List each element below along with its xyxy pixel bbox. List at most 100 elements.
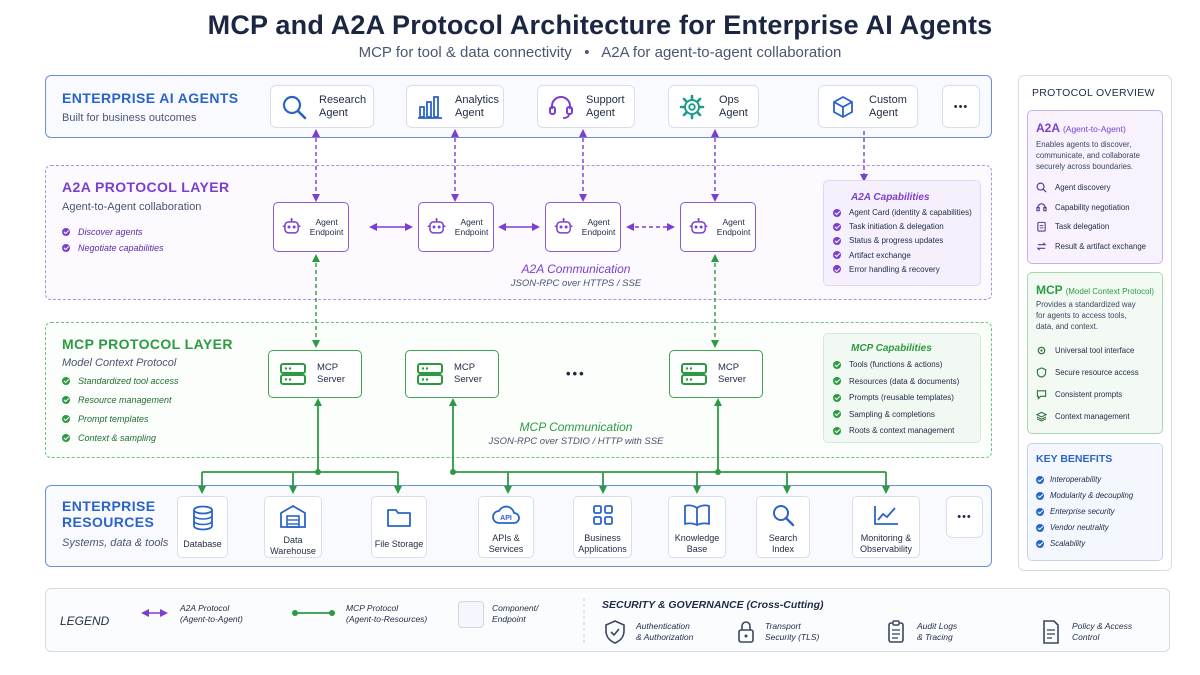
agent-card-ops[interactable]: Ops Agent bbox=[668, 85, 759, 128]
mcp-server-2[interactable]: MCP Server bbox=[405, 350, 499, 398]
robot-icon bbox=[554, 218, 573, 234]
search-icon bbox=[1036, 182, 1047, 193]
page-title: MCP and A2A Protocol Architecture for En… bbox=[207, 10, 993, 40]
sidebar-title: PROTOCOL OVERVIEW bbox=[1032, 87, 1155, 99]
sidebar-mcp-heading: MCP (Model Context Protocol) bbox=[1036, 283, 1155, 297]
more-resources-button[interactable]: ••• bbox=[946, 496, 983, 538]
a2a-subtitle: Agent-to-Agent collaboration bbox=[62, 201, 202, 213]
mcp-server-1[interactable]: MCP Server bbox=[268, 350, 362, 398]
mcp-subtitle: Model Context Protocol bbox=[62, 357, 177, 369]
check-icon bbox=[1036, 491, 1044, 500]
mcp-bullet: Context & sampling bbox=[62, 433, 179, 443]
a2a-bullet: Negotiate capabilities bbox=[62, 243, 164, 253]
sidebar-mcp-item: Secure resource access bbox=[1036, 367, 1139, 378]
check-icon bbox=[833, 393, 841, 402]
agent-label-analytics: Analytics Agent bbox=[455, 93, 500, 119]
sidebar-a2a-box: A2A (Agent-to-Agent) Enables agents to d… bbox=[1027, 110, 1163, 264]
resource-label: Data Warehouse bbox=[270, 535, 316, 556]
check-icon bbox=[1036, 507, 1044, 516]
layers-icon bbox=[1036, 411, 1047, 422]
check-icon bbox=[62, 244, 70, 252]
endpoint-label: Agent Endpoint bbox=[454, 217, 489, 237]
sidebar-mcp-list: Universal tool interface Secure resource… bbox=[1036, 345, 1139, 431]
agents-subtitle: Built for business outcomes bbox=[62, 112, 197, 124]
a2a-cap-item: Task initiation & delegation bbox=[833, 222, 972, 231]
agent-card-support[interactable]: Support Agent bbox=[537, 85, 635, 128]
shield-icon bbox=[1036, 367, 1047, 378]
mcp-cap-item: Resources (data & documents) bbox=[833, 377, 959, 386]
resource-search-index[interactable]: Search Index bbox=[756, 496, 810, 558]
mcp-communication: MCP Communication JSON-RPC over STDIO / … bbox=[460, 420, 692, 447]
headset-icon bbox=[1036, 202, 1047, 211]
a2a-cap-item: Artifact exchange bbox=[833, 251, 972, 260]
legend-mcp-label: MCP Protocol(Agent-to-Resources) bbox=[346, 603, 428, 624]
robot-icon bbox=[282, 218, 301, 234]
sidebar-a2a-list: Agent discovery Capability negotiation T… bbox=[1036, 182, 1146, 260]
benefit-item: Scalability bbox=[1036, 539, 1133, 548]
check-icon bbox=[1036, 523, 1044, 532]
resource-label: File Storage bbox=[374, 539, 424, 549]
benefit-item: Vendor neutrality bbox=[1036, 523, 1133, 532]
endpoint-label: Agent Endpoint bbox=[716, 217, 751, 237]
more-agents-button[interactable]: ••• bbox=[942, 85, 980, 128]
resource-database[interactable]: Database bbox=[177, 496, 228, 558]
a2a-capabilities-box: A2A Capabilities Agent Card (identity & … bbox=[823, 180, 981, 286]
subtitle-left: MCP for tool & data connectivity bbox=[358, 44, 572, 61]
chat-icon bbox=[1036, 390, 1047, 400]
check-icon bbox=[833, 426, 841, 435]
a2a-comm-title: A2A Communication bbox=[521, 262, 631, 276]
page-subtitle: MCP for tool & data connectivity • A2A f… bbox=[0, 44, 1200, 61]
sidebar-mcp-item: Universal tool interface bbox=[1036, 345, 1139, 356]
endpoint-label: Agent Endpoint bbox=[309, 217, 344, 237]
warehouse-icon bbox=[280, 504, 306, 528]
resource-business-apps[interactable]: Business Applications bbox=[573, 496, 632, 558]
sidebar-a2a-item: Capability negotiation bbox=[1036, 202, 1146, 213]
check-icon bbox=[1036, 475, 1044, 484]
resource-apis[interactable]: API APIs & Services bbox=[478, 496, 534, 558]
mcp-server-3[interactable]: MCP Server bbox=[669, 350, 763, 398]
resource-file-storage[interactable]: File Storage bbox=[371, 496, 427, 558]
server-label: MCP Server bbox=[454, 362, 482, 385]
cube-icon bbox=[833, 95, 853, 118]
mcp-comm-title: MCP Communication bbox=[519, 420, 633, 434]
sidebar-benefits-title: KEY BENEFITS bbox=[1036, 453, 1113, 465]
a2a-cap-item: Error handling & recovery bbox=[833, 265, 972, 274]
mcp-cap-item: Sampling & completions bbox=[833, 410, 959, 419]
check-icon bbox=[833, 251, 841, 260]
resource-label: APIs & Services bbox=[488, 533, 524, 554]
agent-card-analytics[interactable]: Analytics Agent bbox=[406, 85, 504, 128]
agent-card-research[interactable]: Research Agent bbox=[270, 85, 374, 128]
a2a-comm-sub: JSON-RPC over HTTPS / SSE bbox=[510, 278, 642, 289]
agent-card-custom[interactable]: Custom Agent bbox=[818, 85, 918, 128]
a2a-communication: A2A Communication JSON-RPC over HTTPS / … bbox=[466, 262, 686, 289]
check-icon bbox=[833, 222, 841, 231]
agent-endpoint-4[interactable]: Agent Endpoint bbox=[680, 202, 756, 252]
resource-monitoring[interactable]: Monitoring & Observability bbox=[852, 496, 920, 558]
mcp-cap-item: Tools (functions & actions) bbox=[833, 360, 959, 369]
check-icon bbox=[833, 377, 841, 385]
apps-grid-icon bbox=[592, 505, 613, 525]
security-title: SECURITY & GOVERNANCE (Cross-Cutting) bbox=[602, 599, 824, 611]
benefit-item: Modularity & decoupling bbox=[1036, 491, 1133, 500]
folder-icon bbox=[387, 509, 411, 527]
check-icon bbox=[1036, 539, 1044, 548]
agents-title: ENTERPRISE AI AGENTS bbox=[62, 90, 239, 106]
agent-endpoint-1[interactable]: Agent Endpoint bbox=[273, 202, 349, 252]
sidebar-mcp-item: Context management bbox=[1036, 411, 1139, 422]
document-icon bbox=[1043, 620, 1059, 644]
agent-label-support: Support Agent bbox=[586, 93, 625, 119]
agent-endpoint-3[interactable]: Agent Endpoint bbox=[545, 202, 621, 252]
check-icon bbox=[62, 377, 70, 385]
legend-component-label: Component/Endpoint bbox=[492, 603, 539, 624]
check-icon bbox=[833, 208, 841, 217]
server-icon bbox=[681, 363, 707, 385]
agent-endpoint-2[interactable]: Agent Endpoint bbox=[418, 202, 494, 252]
a2a-cap-item: Status & progress updates bbox=[833, 236, 972, 245]
check-icon bbox=[62, 415, 70, 423]
resource-data-warehouse[interactable]: Data Warehouse bbox=[264, 496, 322, 558]
resource-knowledge-base[interactable]: Knowledge Base bbox=[668, 496, 726, 558]
a2a-bullets: Discover agents Negotiate capabilities bbox=[62, 227, 164, 259]
check-icon bbox=[62, 228, 70, 236]
sidebar-a2a-desc: Enables agents to discover,communicate, … bbox=[1036, 140, 1141, 171]
clipboard-icon bbox=[888, 620, 904, 643]
